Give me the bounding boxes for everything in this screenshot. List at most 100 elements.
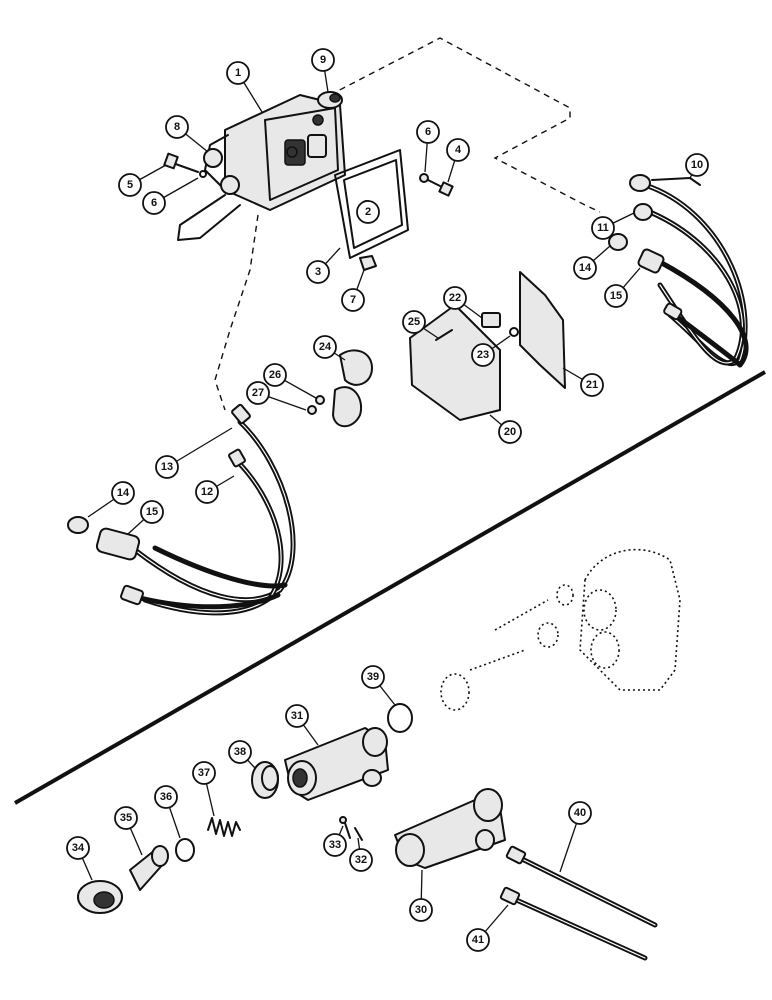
assembly-path-left bbox=[214, 214, 259, 411]
plug-left bbox=[67, 516, 89, 534]
valve-housing-lower bbox=[394, 788, 506, 869]
svg-text:35: 35 bbox=[120, 812, 132, 824]
svg-text:13: 13 bbox=[161, 461, 173, 473]
callouts: 1 9 8 5 6 6 4 2 3 7 10 11 14 15 22 25 23… bbox=[66, 48, 709, 952]
bracket-upright bbox=[519, 271, 566, 389]
callout-1: 1 bbox=[226, 61, 263, 113]
bracket-screw bbox=[435, 329, 453, 341]
callout-2: 2 bbox=[356, 200, 380, 224]
hose-clamp bbox=[332, 349, 373, 428]
callout-30: 30 bbox=[409, 869, 433, 922]
spring bbox=[207, 817, 241, 837]
callout-22: 22 bbox=[443, 286, 483, 319]
valve-body bbox=[177, 94, 346, 241]
svg-text:26: 26 bbox=[269, 369, 281, 381]
svg-text:31: 31 bbox=[291, 710, 303, 722]
svg-text:6: 6 bbox=[425, 126, 431, 138]
svg-text:2: 2 bbox=[365, 206, 371, 218]
callout-14-left: 14 bbox=[87, 481, 135, 518]
callout-35: 35 bbox=[114, 806, 143, 856]
relief-valve-cap bbox=[317, 91, 343, 109]
washer-26 bbox=[315, 395, 325, 405]
svg-text:5: 5 bbox=[127, 179, 133, 191]
svg-text:38: 38 bbox=[234, 746, 246, 758]
section-divider bbox=[14, 370, 766, 805]
plug-right bbox=[608, 233, 628, 251]
callout-5: 5 bbox=[118, 164, 167, 197]
callout-37: 37 bbox=[192, 761, 216, 817]
callout-14-right: 14 bbox=[573, 245, 611, 280]
small-screws bbox=[339, 816, 363, 841]
svg-text:22: 22 bbox=[449, 292, 461, 304]
svg-text:12: 12 bbox=[201, 486, 213, 498]
callout-15-right: 15 bbox=[604, 267, 641, 308]
svg-text:10: 10 bbox=[691, 159, 703, 171]
callout-7: 7 bbox=[341, 269, 365, 312]
callout-25: 25 bbox=[402, 310, 439, 339]
callout-39: 39 bbox=[361, 665, 396, 706]
svg-text:7: 7 bbox=[350, 294, 356, 306]
tube-40 bbox=[505, 845, 658, 928]
bolt-left bbox=[163, 152, 207, 178]
nut bbox=[359, 255, 377, 271]
svg-text:25: 25 bbox=[408, 316, 420, 328]
callout-27: 27 bbox=[246, 381, 307, 411]
svg-text:4: 4 bbox=[455, 144, 462, 156]
callout-9: 9 bbox=[311, 48, 335, 93]
callout-6-right: 6 bbox=[416, 120, 440, 173]
svg-text:15: 15 bbox=[610, 290, 622, 302]
svg-text:36: 36 bbox=[160, 791, 172, 803]
o-ring bbox=[387, 703, 413, 733]
sleeve bbox=[251, 761, 279, 799]
svg-text:40: 40 bbox=[574, 807, 586, 819]
callout-33: 33 bbox=[323, 825, 347, 857]
callout-38: 38 bbox=[228, 740, 256, 769]
callout-34: 34 bbox=[66, 836, 93, 881]
svg-text:32: 32 bbox=[355, 854, 367, 866]
svg-text:1: 1 bbox=[235, 67, 241, 79]
svg-text:39: 39 bbox=[367, 671, 379, 683]
callout-12: 12 bbox=[195, 475, 235, 504]
svg-text:15: 15 bbox=[146, 506, 158, 518]
reference-housing bbox=[440, 548, 681, 711]
svg-text:37: 37 bbox=[198, 767, 210, 779]
callout-11: 11 bbox=[591, 212, 635, 240]
plunger bbox=[129, 845, 169, 891]
callout-31: 31 bbox=[285, 704, 319, 746]
svg-text:11: 11 bbox=[597, 222, 609, 234]
hose-assembly-right bbox=[629, 174, 749, 368]
lock-nut bbox=[77, 880, 123, 914]
svg-text:24: 24 bbox=[319, 341, 332, 353]
svg-text:33: 33 bbox=[329, 839, 341, 851]
bracket-bolt bbox=[481, 312, 519, 337]
svg-text:14: 14 bbox=[579, 262, 592, 274]
svg-text:41: 41 bbox=[472, 934, 484, 946]
svg-text:6: 6 bbox=[151, 197, 157, 209]
callout-40: 40 bbox=[559, 801, 592, 873]
bolt-right bbox=[419, 173, 454, 197]
callout-10: 10 bbox=[685, 153, 709, 179]
assembly-path-upper bbox=[329, 37, 601, 213]
callout-3: 3 bbox=[306, 247, 341, 284]
hose-assembly-left bbox=[95, 403, 296, 616]
callout-41: 41 bbox=[466, 904, 509, 952]
callout-20: 20 bbox=[489, 414, 522, 444]
callout-24: 24 bbox=[313, 335, 346, 361]
svg-text:14: 14 bbox=[117, 487, 130, 499]
callout-21: 21 bbox=[562, 367, 604, 397]
callout-8: 8 bbox=[165, 115, 209, 153]
svg-text:23: 23 bbox=[477, 349, 489, 361]
callout-23: 23 bbox=[471, 335, 511, 367]
callout-26: 26 bbox=[263, 363, 317, 399]
valve-housing-upper bbox=[284, 727, 389, 801]
tube-41 bbox=[499, 886, 648, 961]
callout-6-left: 6 bbox=[142, 177, 199, 215]
washer-27 bbox=[307, 405, 317, 415]
svg-text:21: 21 bbox=[586, 379, 598, 391]
svg-text:3: 3 bbox=[315, 266, 321, 278]
svg-text:20: 20 bbox=[504, 426, 516, 438]
svg-text:9: 9 bbox=[320, 54, 326, 66]
callout-15-left: 15 bbox=[127, 500, 164, 535]
callout-13: 13 bbox=[155, 427, 233, 479]
